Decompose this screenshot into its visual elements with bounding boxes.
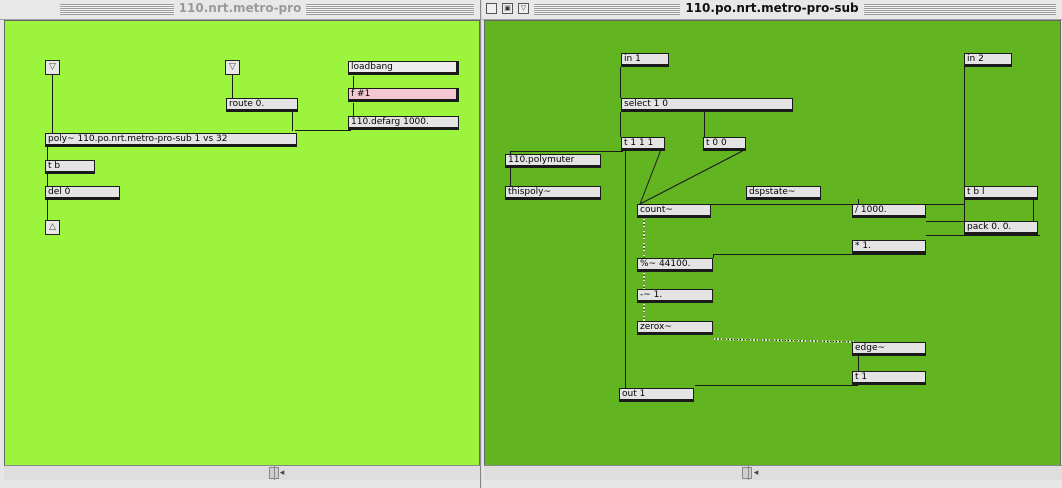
horizontal-scrollbar-sub[interactable]: ◂: [484, 465, 1062, 480]
window-title: 110.nrt.metro-pro: [173, 1, 307, 15]
horizontal-scrollbar[interactable]: ◂: [4, 465, 480, 480]
scroll-left-arrow[interactable]: ◂: [274, 466, 289, 480]
scroll-thumb-sub[interactable]: [742, 467, 752, 479]
patcher-window-main: 110.nrt.metro-pro ▽ ▽ loadbang f #1 110.…: [0, 0, 481, 488]
title-bar-sub[interactable]: ▣ ▽ 110.po.nrt.metro-pro-sub: [482, 0, 1062, 20]
outlet-1-object[interactable]: out 1: [619, 388, 694, 402]
dspstate-object[interactable]: dspstate~: [746, 186, 821, 200]
edge-object[interactable]: edge~: [852, 342, 926, 356]
patcher-window-sub: ▣ ▽ 110.po.nrt.metro-pro-sub: [482, 0, 1062, 488]
close-box-icon[interactable]: [486, 3, 497, 14]
subtract-object[interactable]: -~ 1.: [637, 289, 713, 303]
route-object[interactable]: route 0.: [226, 98, 298, 112]
loadbang-object[interactable]: loadbang: [348, 61, 459, 75]
trigger-bl-object[interactable]: t b l: [964, 186, 1038, 200]
pack-object[interactable]: pack 0. 0.: [964, 221, 1038, 235]
collapse-box-icon[interactable]: ▽: [518, 3, 529, 14]
trigger-111-object[interactable]: t 1 1 1: [621, 137, 665, 151]
f-arg-message[interactable]: f #1: [348, 88, 459, 102]
patch-canvas[interactable]: ▽ ▽ loadbang f #1 110.defarg 1000. route…: [4, 20, 480, 466]
inlet-left[interactable]: ▽: [45, 60, 60, 75]
divide-object[interactable]: / 1000.: [852, 204, 926, 218]
defarg-object[interactable]: 110.defarg 1000.: [348, 116, 459, 130]
outlet-box[interactable]: △: [45, 220, 60, 235]
thispoly-object[interactable]: thispoly~: [505, 186, 601, 200]
trigger-bang-object[interactable]: t b: [45, 160, 95, 174]
delay-object[interactable]: del 0: [45, 186, 120, 200]
inlet-2-object[interactable]: in 2: [964, 53, 1012, 67]
scroll-left-arrow-sub[interactable]: ◂: [748, 466, 763, 480]
zerox-object[interactable]: zerox~: [637, 321, 713, 335]
inlet-1-object[interactable]: in 1: [621, 53, 669, 67]
window-title-sub: 110.po.nrt.metro-pro-sub: [680, 1, 864, 15]
inlet-right[interactable]: ▽: [225, 60, 240, 75]
trigger-1-object[interactable]: t 1: [852, 371, 926, 385]
zoom-box-icon[interactable]: ▣: [502, 3, 513, 14]
patch-canvas-sub[interactable]: in 1 in 2 select 1 0 t 1 1 1 t 0 0 110.p…: [484, 20, 1061, 466]
select-object[interactable]: select 1 0: [621, 98, 793, 112]
patch-cords-sub: [510, 67, 1040, 389]
polymuter-object[interactable]: 110.polymuter: [505, 154, 601, 168]
title-bar[interactable]: 110.nrt.metro-pro: [0, 0, 480, 20]
poly-object[interactable]: poly~ 110.po.nrt.metro-pro-sub 1 vs 32: [45, 133, 297, 147]
modulo-object[interactable]: %~ 44100.: [637, 258, 713, 272]
patch-cords: [47, 75, 354, 220]
count-object[interactable]: count~: [637, 204, 711, 218]
trigger-00-object[interactable]: t 0 0: [703, 137, 746, 151]
multiply-object[interactable]: * 1.: [852, 240, 926, 254]
